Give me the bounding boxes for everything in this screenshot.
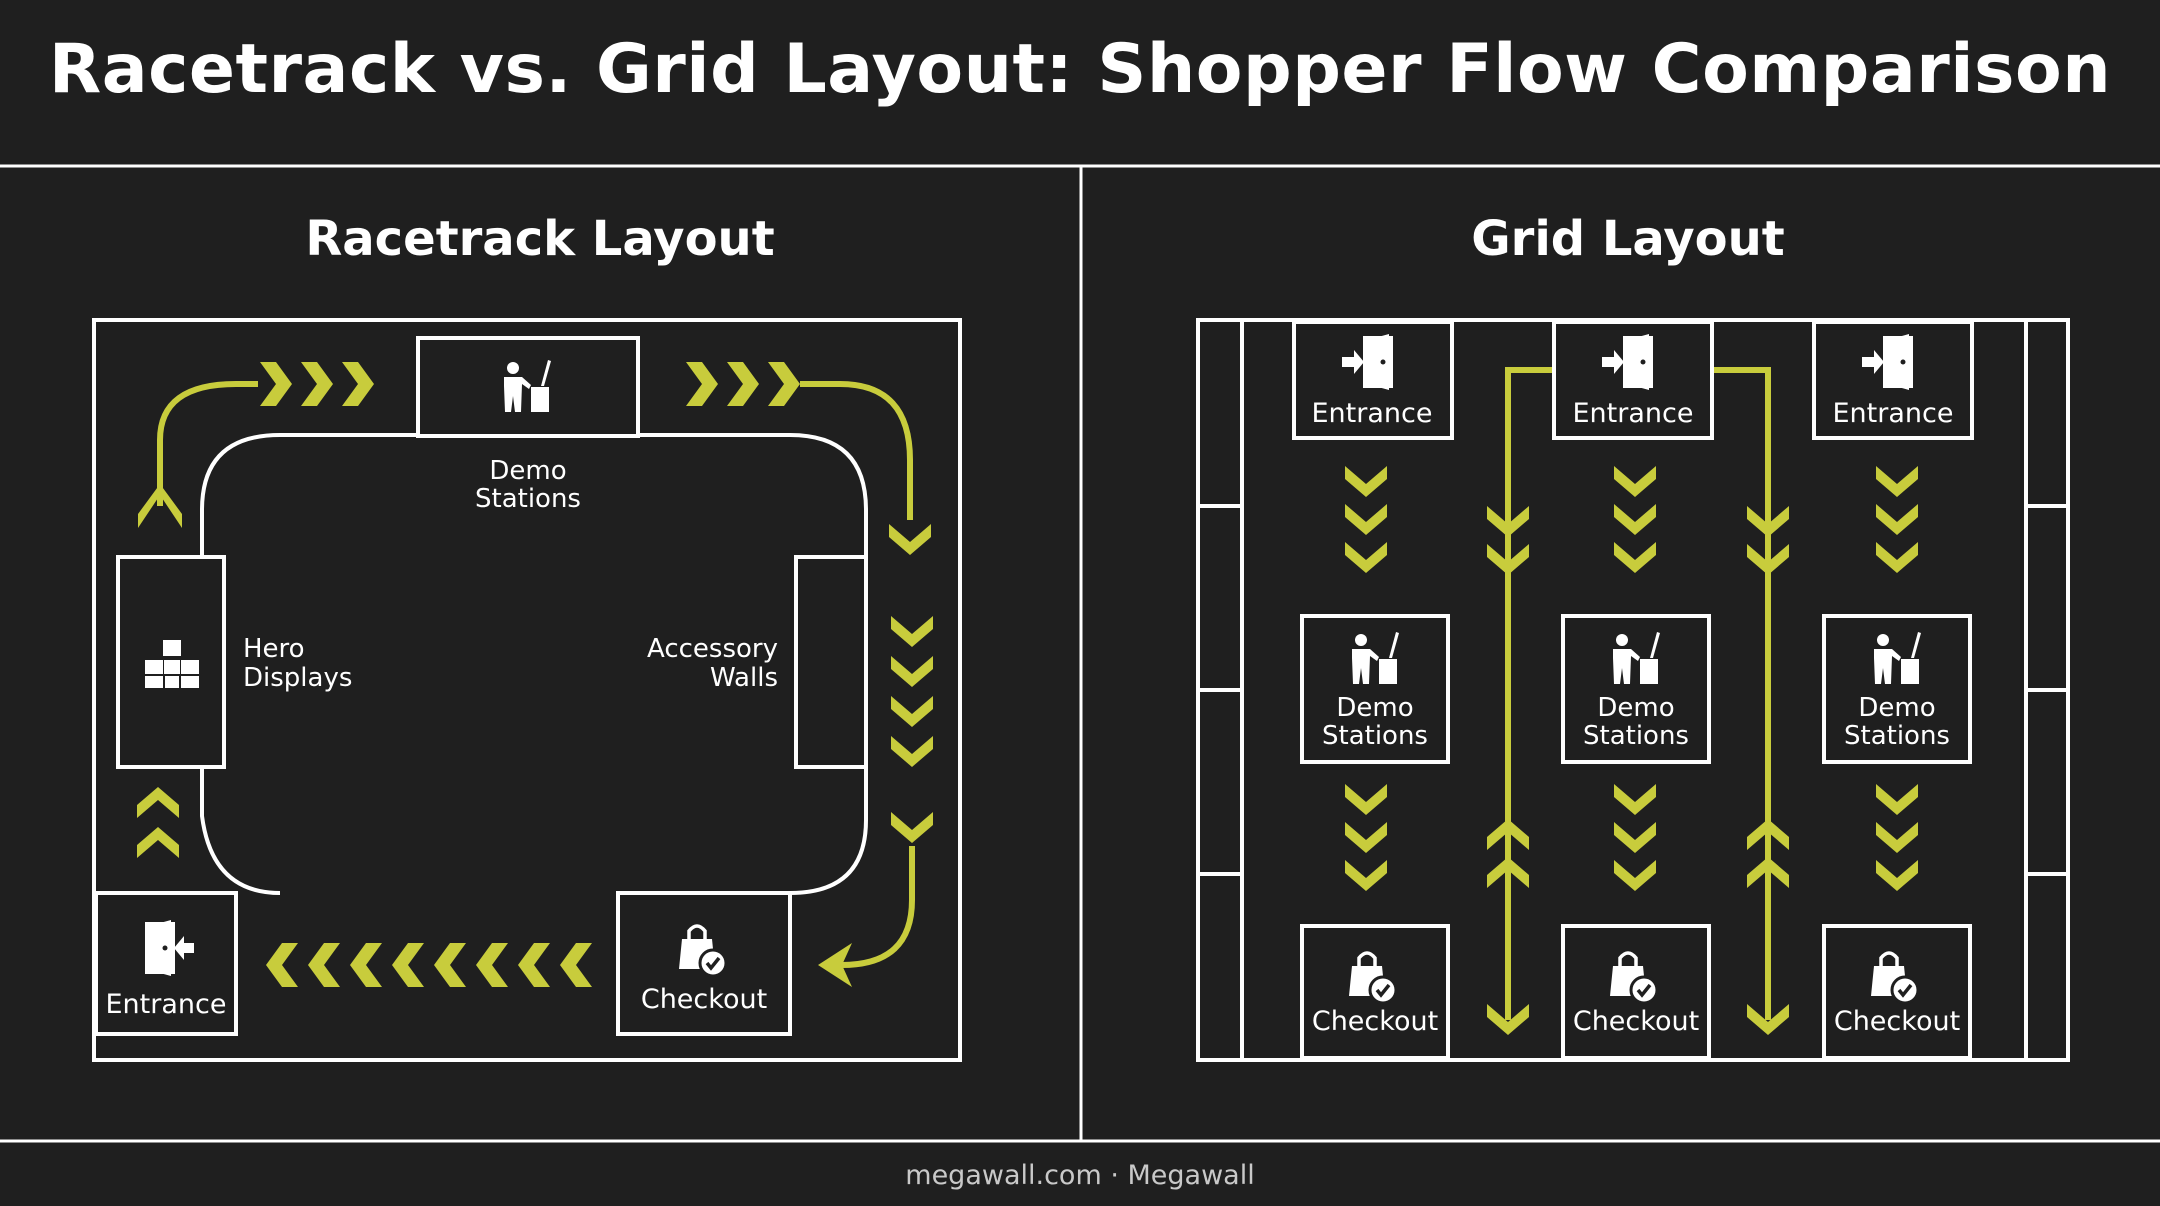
flow-chevron bbox=[308, 943, 340, 987]
grid-panel: Grid Layout bbox=[1196, 211, 2070, 1062]
flow-arrow-left-head bbox=[818, 943, 852, 987]
flow-chevron bbox=[891, 736, 933, 767]
svg-text:Checkout: Checkout bbox=[1312, 1006, 1438, 1037]
grid-entrance: Entrance bbox=[1812, 320, 1974, 440]
flow-chevron bbox=[434, 943, 466, 987]
grid-entrance: Entrance bbox=[1292, 320, 1454, 440]
flow-chevron bbox=[301, 362, 333, 406]
flow-chevron bbox=[1876, 504, 1918, 535]
svg-text:Accessory: Accessory bbox=[647, 634, 778, 664]
flow-chevron bbox=[260, 362, 292, 406]
flow-chevron bbox=[768, 362, 800, 406]
flow-chevron bbox=[137, 787, 179, 818]
flow-chevron bbox=[266, 943, 298, 987]
flow-chevron bbox=[137, 827, 179, 858]
flow-chevron bbox=[891, 812, 933, 843]
racetrack-panel: Racetrack Layout Demo Stations Hero Disp… bbox=[92, 211, 962, 1062]
grid-checkout: Checkout bbox=[1561, 924, 1711, 1060]
flow-chevron bbox=[1614, 466, 1656, 497]
grid-entrance: Entrance bbox=[1552, 320, 1714, 440]
flow-chevron bbox=[1876, 860, 1918, 891]
flow-chevron bbox=[891, 616, 933, 647]
svg-text:Demo: Demo bbox=[1597, 693, 1674, 723]
svg-text:Entrance: Entrance bbox=[1573, 398, 1694, 429]
grid-aisle-flows bbox=[1487, 367, 1789, 1035]
flow-chevron bbox=[476, 943, 508, 987]
svg-text:Checkout: Checkout bbox=[641, 984, 767, 1015]
grid-title: Grid Layout bbox=[1471, 211, 1784, 267]
flow-chevron bbox=[1345, 466, 1387, 497]
flow-chevron bbox=[1614, 542, 1656, 573]
flow-chevron bbox=[1345, 504, 1387, 535]
grid-checkout: Checkout bbox=[1300, 924, 1450, 1060]
svg-text:Stations: Stations bbox=[1583, 721, 1689, 751]
racetrack-accessory-walls: Accessory Walls bbox=[647, 555, 868, 769]
flow-chevron bbox=[1614, 822, 1656, 853]
svg-text:Displays: Displays bbox=[243, 663, 352, 693]
racetrack-demo-stations: Demo Stations bbox=[416, 336, 640, 514]
grid-side-shelves bbox=[1196, 318, 2070, 1062]
racetrack-checkout: Checkout bbox=[616, 891, 792, 1036]
flow-chevron bbox=[1876, 466, 1918, 497]
svg-text:Entrance: Entrance bbox=[1833, 398, 1954, 429]
flow-chevron bbox=[1345, 860, 1387, 891]
svg-text:Stations: Stations bbox=[475, 484, 581, 514]
svg-text:Checkout: Checkout bbox=[1573, 1006, 1699, 1037]
flow-chevron bbox=[392, 943, 424, 987]
grid-column-1: Entrance Demo Stations Checkout bbox=[1292, 320, 1454, 1060]
flow-chevron bbox=[560, 943, 592, 987]
svg-text:Demo: Demo bbox=[489, 456, 566, 486]
flow-chevron bbox=[1345, 822, 1387, 853]
grid-column-3: Entrance Demo Stations Checkout bbox=[1812, 320, 1974, 1060]
racetrack-hero-displays: Hero Displays bbox=[116, 555, 352, 769]
flow-chevron bbox=[1614, 784, 1656, 815]
flow-chevron bbox=[1876, 542, 1918, 573]
flow-chevron bbox=[891, 696, 933, 727]
racetrack-entrance: Entrance bbox=[94, 891, 238, 1036]
flow-chevron bbox=[727, 362, 759, 406]
grid-demo-stations: Demo Stations bbox=[1300, 614, 1450, 764]
flow-arrow-up-head bbox=[138, 484, 182, 528]
grid-column-2: Entrance Demo Stations Checkout bbox=[1552, 320, 1714, 1060]
flow-chevron bbox=[1876, 822, 1918, 853]
svg-text:Stations: Stations bbox=[1844, 721, 1950, 751]
footer-credit: megawall.com · Megawall bbox=[905, 1160, 1255, 1191]
flow-chevron bbox=[1345, 784, 1387, 815]
racetrack-floor-outline bbox=[92, 318, 962, 1062]
flow-chevron bbox=[350, 943, 382, 987]
flow-chevron bbox=[342, 362, 374, 406]
svg-text:Entrance: Entrance bbox=[1312, 398, 1433, 429]
flow-chevron bbox=[889, 524, 931, 555]
svg-text:Hero: Hero bbox=[243, 634, 305, 664]
flow-chevron bbox=[686, 362, 718, 406]
grid-demo-stations: Demo Stations bbox=[1561, 614, 1711, 764]
flow-chevron bbox=[1614, 860, 1656, 891]
racetrack-flow-arrows bbox=[137, 362, 933, 987]
flow-chevron bbox=[1614, 504, 1656, 535]
svg-text:Entrance: Entrance bbox=[106, 989, 227, 1020]
separators bbox=[0, 164, 2160, 1143]
svg-text:Checkout: Checkout bbox=[1834, 1006, 1960, 1037]
grid-checkout: Checkout bbox=[1822, 924, 1972, 1060]
racetrack-loop-path bbox=[200, 433, 868, 895]
svg-text:Demo: Demo bbox=[1858, 693, 1935, 723]
flow-chevron bbox=[1345, 542, 1387, 573]
grid-demo-stations: Demo Stations bbox=[1822, 614, 1972, 764]
flow-chevron bbox=[891, 656, 933, 687]
page-title: Racetrack vs. Grid Layout: Shopper Flow … bbox=[48, 30, 2112, 109]
flow-chevron bbox=[518, 943, 550, 987]
svg-text:Demo: Demo bbox=[1336, 693, 1413, 723]
svg-text:Walls: Walls bbox=[710, 663, 778, 693]
racetrack-title: Racetrack Layout bbox=[305, 211, 774, 267]
svg-text:Stations: Stations bbox=[1322, 721, 1428, 751]
flow-chevron bbox=[1876, 784, 1918, 815]
